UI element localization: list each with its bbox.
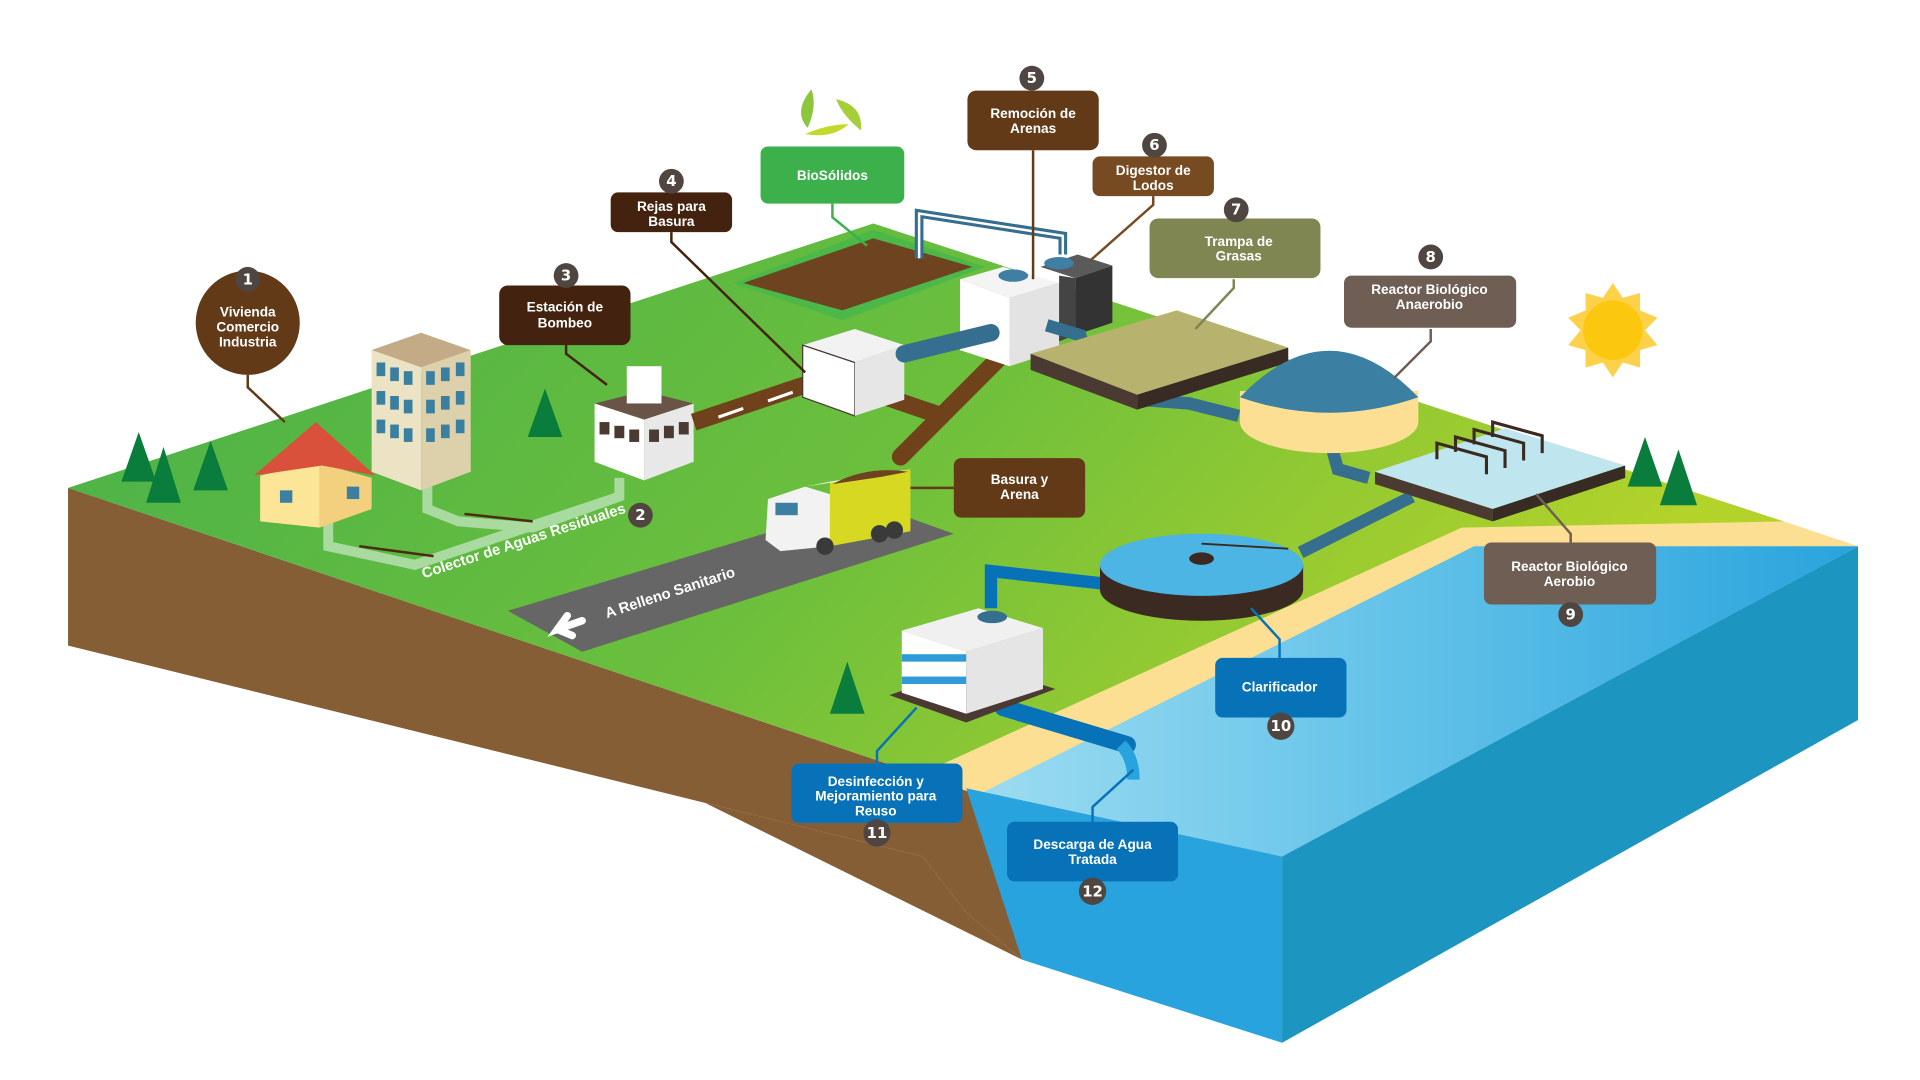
water-top bbox=[978, 546, 1859, 857]
step-number-2: 2 bbox=[635, 506, 645, 524]
step-12-label[interactable]: 12 Descarga de Agua Tratada bbox=[1007, 821, 1179, 905]
step-1-line-2: Comercio bbox=[216, 319, 279, 334]
step-badge-4 bbox=[658, 168, 684, 194]
trash-sand-label[interactable]: Basura y Arena bbox=[953, 458, 1086, 518]
trash-screen-icon bbox=[802, 328, 905, 417]
leader-lines bbox=[246, 150, 1572, 822]
pine-tree-icon bbox=[829, 661, 865, 714]
trash-sand-line-1: Basura y bbox=[991, 472, 1049, 487]
disinfection-building-icon bbox=[889, 608, 1056, 723]
step-number-10: 10 bbox=[1270, 717, 1291, 735]
step-10-label[interactable]: 10 Clarificador bbox=[1215, 657, 1347, 740]
step-11-line-3: Reuso bbox=[855, 804, 897, 819]
step-number-12: 12 bbox=[1082, 882, 1103, 900]
house-icon bbox=[253, 422, 376, 528]
step-number-11: 11 bbox=[867, 824, 888, 842]
step-6-line-2: Lodos bbox=[1133, 178, 1174, 193]
grease-trap-icon bbox=[1030, 310, 1289, 410]
pine-tree-icon bbox=[527, 388, 563, 437]
step-badge-8 bbox=[1418, 244, 1444, 270]
flow-arrow-icon bbox=[359, 544, 434, 558]
step-11-label[interactable]: 11 Desinfección y Mejoramiento para Reus… bbox=[791, 763, 963, 847]
step-badge-3 bbox=[553, 263, 579, 288]
step-9-line-1: Reactor Biológico bbox=[1511, 559, 1627, 574]
trash-sand-line-2: Arena bbox=[1000, 487, 1039, 502]
step-badge-1 bbox=[235, 266, 261, 292]
step-number-5: 5 bbox=[1027, 69, 1037, 87]
step-badge-11 bbox=[863, 819, 891, 847]
step-badge-12 bbox=[1078, 877, 1107, 905]
step-7-line-2: Grasas bbox=[1216, 249, 1263, 264]
pine-tree-icon bbox=[121, 432, 157, 482]
sun-icon bbox=[1568, 283, 1658, 378]
recycle-leaves-icon bbox=[801, 89, 862, 136]
step-9-line-2: Aerobio bbox=[1544, 574, 1595, 589]
pine-tree-icon bbox=[1627, 436, 1663, 487]
step-12-line-2: Tratada bbox=[1068, 852, 1117, 867]
step-1-bubble bbox=[195, 270, 300, 375]
step-4-label[interactable]: 4 Rejas para Basura bbox=[610, 168, 733, 233]
step-number-4: 4 bbox=[666, 172, 676, 190]
road-arrow-icon bbox=[547, 612, 586, 640]
step-11-line-1: Desinfección y bbox=[828, 774, 924, 789]
dump-truck-icon bbox=[765, 469, 911, 555]
step-number-9: 9 bbox=[1566, 605, 1576, 623]
step-number-6: 6 bbox=[1149, 136, 1159, 154]
clarifier-icon bbox=[1099, 533, 1304, 621]
outfall-icon bbox=[1116, 740, 1140, 780]
soil-front bbox=[68, 487, 1022, 960]
step-number-1: 1 bbox=[243, 270, 253, 288]
step-8-line-2: Anaerobio bbox=[1396, 297, 1463, 312]
step-number-7: 7 bbox=[1231, 201, 1241, 219]
step-badge-7 bbox=[1223, 197, 1249, 223]
step-11-line-2: Mejoramiento para bbox=[815, 789, 936, 804]
anaerobic-reactor-icon bbox=[1239, 350, 1419, 454]
step-5-line-2: Arenas bbox=[1010, 121, 1057, 136]
step-9-label[interactable]: 9 Reactor Biológico Aerobio bbox=[1483, 542, 1657, 627]
aerobic-reactor-icon bbox=[1374, 420, 1626, 522]
step-3-line-2: Bombeo bbox=[538, 316, 592, 331]
trees bbox=[121, 388, 1698, 714]
water-side bbox=[1282, 546, 1859, 1043]
step-7-label[interactable]: 7 Trampa de Grasas bbox=[1149, 197, 1321, 279]
pine-tree-icon bbox=[193, 440, 228, 491]
step-8-line-1: Reactor Biológico bbox=[1371, 282, 1487, 297]
biosolids-text: BioSólidos bbox=[797, 168, 868, 183]
sludge-digester-icon bbox=[1040, 254, 1113, 342]
step-5-label[interactable]: 5 Remoción de Arenas bbox=[967, 65, 1099, 151]
flow-arrow-icon bbox=[717, 406, 744, 419]
pine-tree-icon bbox=[1659, 449, 1698, 506]
step-8-label[interactable]: 8 Reactor Biológico Anaerobio bbox=[1344, 244, 1517, 328]
step-3-label[interactable]: 3 Estación de Bombeo bbox=[499, 263, 631, 346]
step-6-label[interactable]: 6 Digestor de Lodos bbox=[1092, 132, 1214, 197]
pine-tree-icon bbox=[146, 446, 181, 503]
treated-pipes bbox=[895, 208, 1415, 754]
step-badge-2 bbox=[628, 502, 653, 528]
biosolids-label[interactable]: BioSólidos bbox=[760, 146, 905, 204]
step-number-8: 8 bbox=[1426, 248, 1436, 266]
step-1-line-1: Vivienda bbox=[220, 305, 276, 320]
step-5-line-1: Remoción de bbox=[990, 106, 1076, 121]
step-badge-9 bbox=[1558, 602, 1584, 627]
step-badge-10 bbox=[1267, 712, 1295, 740]
step-number-3: 3 bbox=[561, 267, 571, 285]
step-badge-6 bbox=[1142, 132, 1167, 158]
step-10-line-1: Clarificador bbox=[1242, 679, 1318, 694]
step-3-line-1: Estación de bbox=[527, 300, 604, 315]
office-building-icon bbox=[371, 332, 471, 491]
step-1-label[interactable]: 1 Vivienda Comercio Industria bbox=[195, 266, 300, 375]
step-1-line-3: Industria bbox=[219, 334, 277, 349]
step-7-line-1: Trampa de bbox=[1205, 234, 1273, 249]
step-4-line-2: Basura bbox=[648, 214, 695, 229]
flow-arrow-icon bbox=[767, 390, 794, 403]
flow-arrow-icon bbox=[464, 512, 533, 523]
step-12-line-1: Descarga de Agua bbox=[1033, 837, 1152, 852]
pumping-station-icon bbox=[594, 366, 694, 481]
step-6-line-1: Digestor de bbox=[1116, 163, 1191, 178]
step-badge-5 bbox=[1019, 65, 1045, 91]
step-4-line-1: Rejas para bbox=[637, 199, 706, 214]
